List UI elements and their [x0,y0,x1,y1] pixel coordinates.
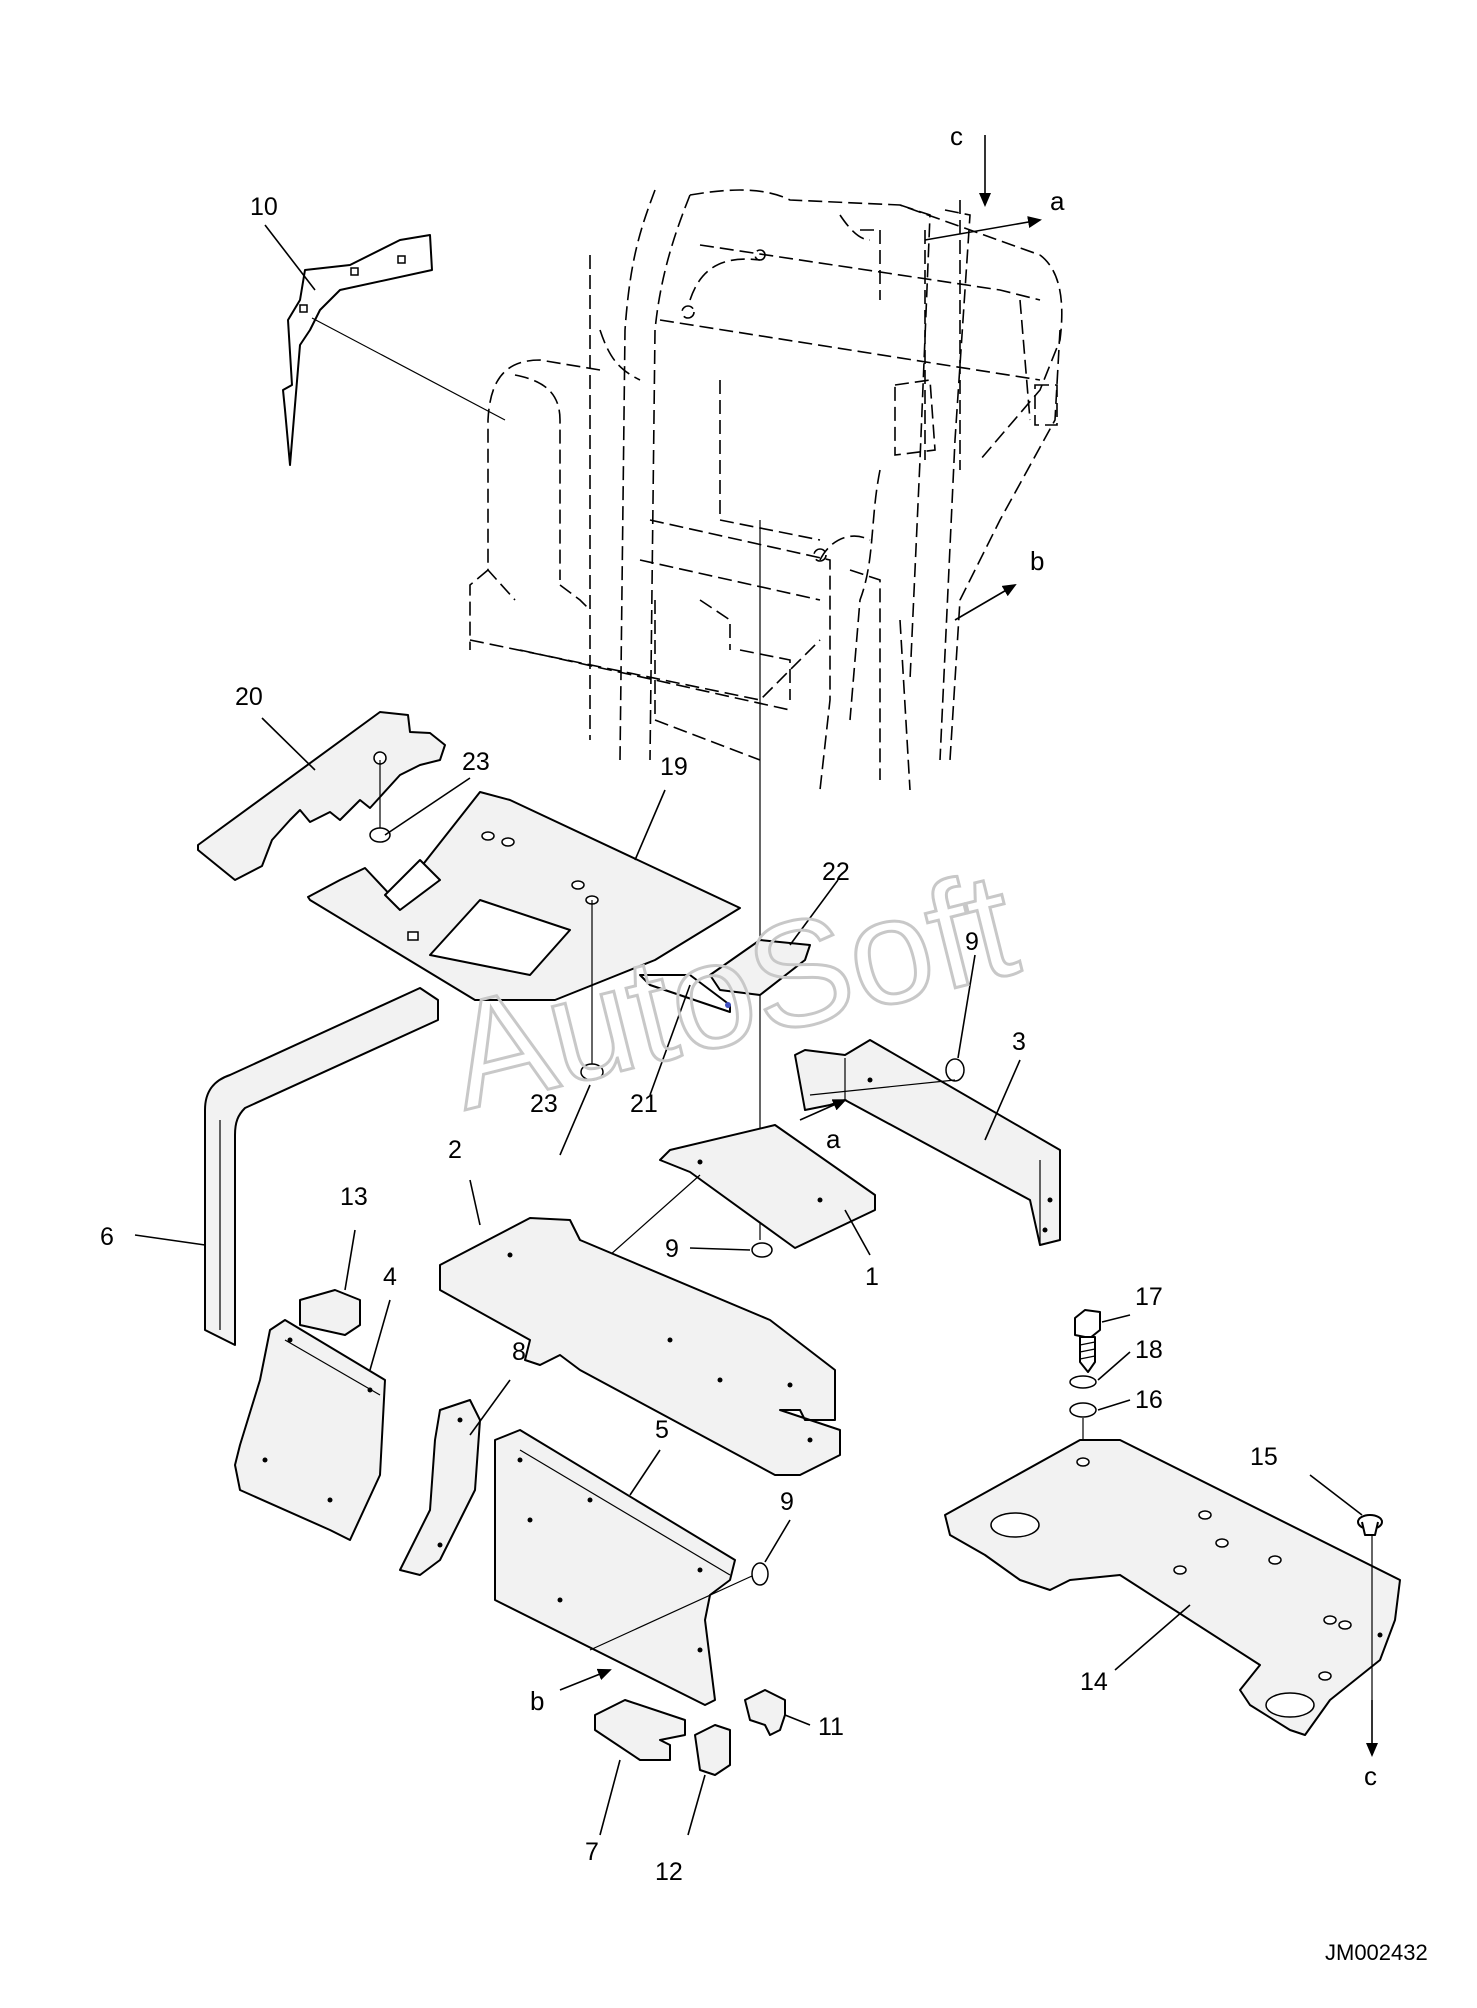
part-4-panel [234,1319,386,1541]
label-part-13: 13 [340,1183,368,1211]
part-1-plate [659,1124,876,1249]
part-20-mat [197,711,446,881]
label-part-20: 20 [235,683,263,711]
arrow-a-top [924,216,1042,241]
letter-b-top: b [1030,546,1044,576]
label-part-6: 6 [100,1223,114,1251]
label-part-18: 18 [1135,1336,1163,1364]
label-part-2: 2 [448,1136,462,1164]
part-15-clip [1357,1514,1383,1536]
letter-a-mid: a [826,1124,841,1154]
letter-c-low: c [1364,1761,1377,1791]
part-5-panel [494,1429,736,1706]
part-16-washer [1069,1402,1097,1418]
direction-arrows [559,135,1378,1757]
letter-b-low: b [530,1686,544,1716]
part-7-block [594,1699,686,1761]
part-9-washer-lower [751,1562,769,1586]
label-part-23-upper: 23 [462,748,490,776]
label-part-4: 4 [383,1263,397,1291]
part-9-washer-upper [945,1058,965,1082]
label-part-12: 12 [655,1858,683,1886]
part-11-block [744,1689,786,1736]
label-part-17: 17 [1135,1283,1163,1311]
part-9-washer-mid [751,1242,773,1258]
part-13-block [299,1289,361,1336]
label-part-9-mid: 9 [665,1235,679,1263]
diagram-code: JM002432 [1325,1940,1428,1965]
part-22-pad [709,939,811,996]
label-part-9-upper: 9 [965,928,979,956]
part-21-strip [639,974,731,1013]
label-part-10: 10 [250,193,278,221]
label-part-14: 14 [1080,1668,1108,1696]
part-21-marker [725,1002,731,1008]
label-part-3: 3 [1012,1028,1026,1056]
arrow-letters: c a b a b c [530,121,1377,1791]
part-number-labels: 10 20 23 19 22 9 3 23 21 6 2 13 4 9 1 8 … [100,193,1278,1886]
part-23-washer-upper [369,827,391,843]
part-2-base-plate [439,1217,841,1476]
label-part-16: 16 [1135,1386,1163,1414]
label-part-15: 15 [1250,1443,1278,1471]
arrow-b-low [559,1668,612,1691]
label-part-23-lower: 23 [530,1090,558,1118]
part-12-block [694,1724,731,1776]
letter-a-top: a [1050,186,1065,216]
label-part-1: 1 [865,1263,879,1291]
cab-frame [469,189,1063,791]
arrow-b-top [954,583,1017,621]
label-part-21: 21 [630,1090,658,1118]
part-18-washer [1069,1375,1097,1389]
letter-c-top: c [950,121,963,151]
part-14-cover-plate [944,1439,1401,1736]
part-10-panel [282,234,506,466]
label-part-19: 19 [660,753,688,781]
leader-lines [134,224,1363,1836]
label-part-22: 22 [822,858,850,886]
label-part-8: 8 [512,1338,526,1366]
part-17-bolt [1074,1309,1101,1373]
label-part-7: 7 [585,1838,599,1866]
arrow-a-mid [799,1099,847,1121]
label-part-11: 11 [818,1713,844,1741]
label-part-9-lower: 9 [780,1488,794,1516]
part-19-floor-mat [307,791,741,1001]
part-3-bracket [794,1039,1061,1246]
label-part-5: 5 [655,1416,669,1444]
part-8-bracket [399,1399,481,1576]
part-6-trim-strip [204,987,439,1346]
